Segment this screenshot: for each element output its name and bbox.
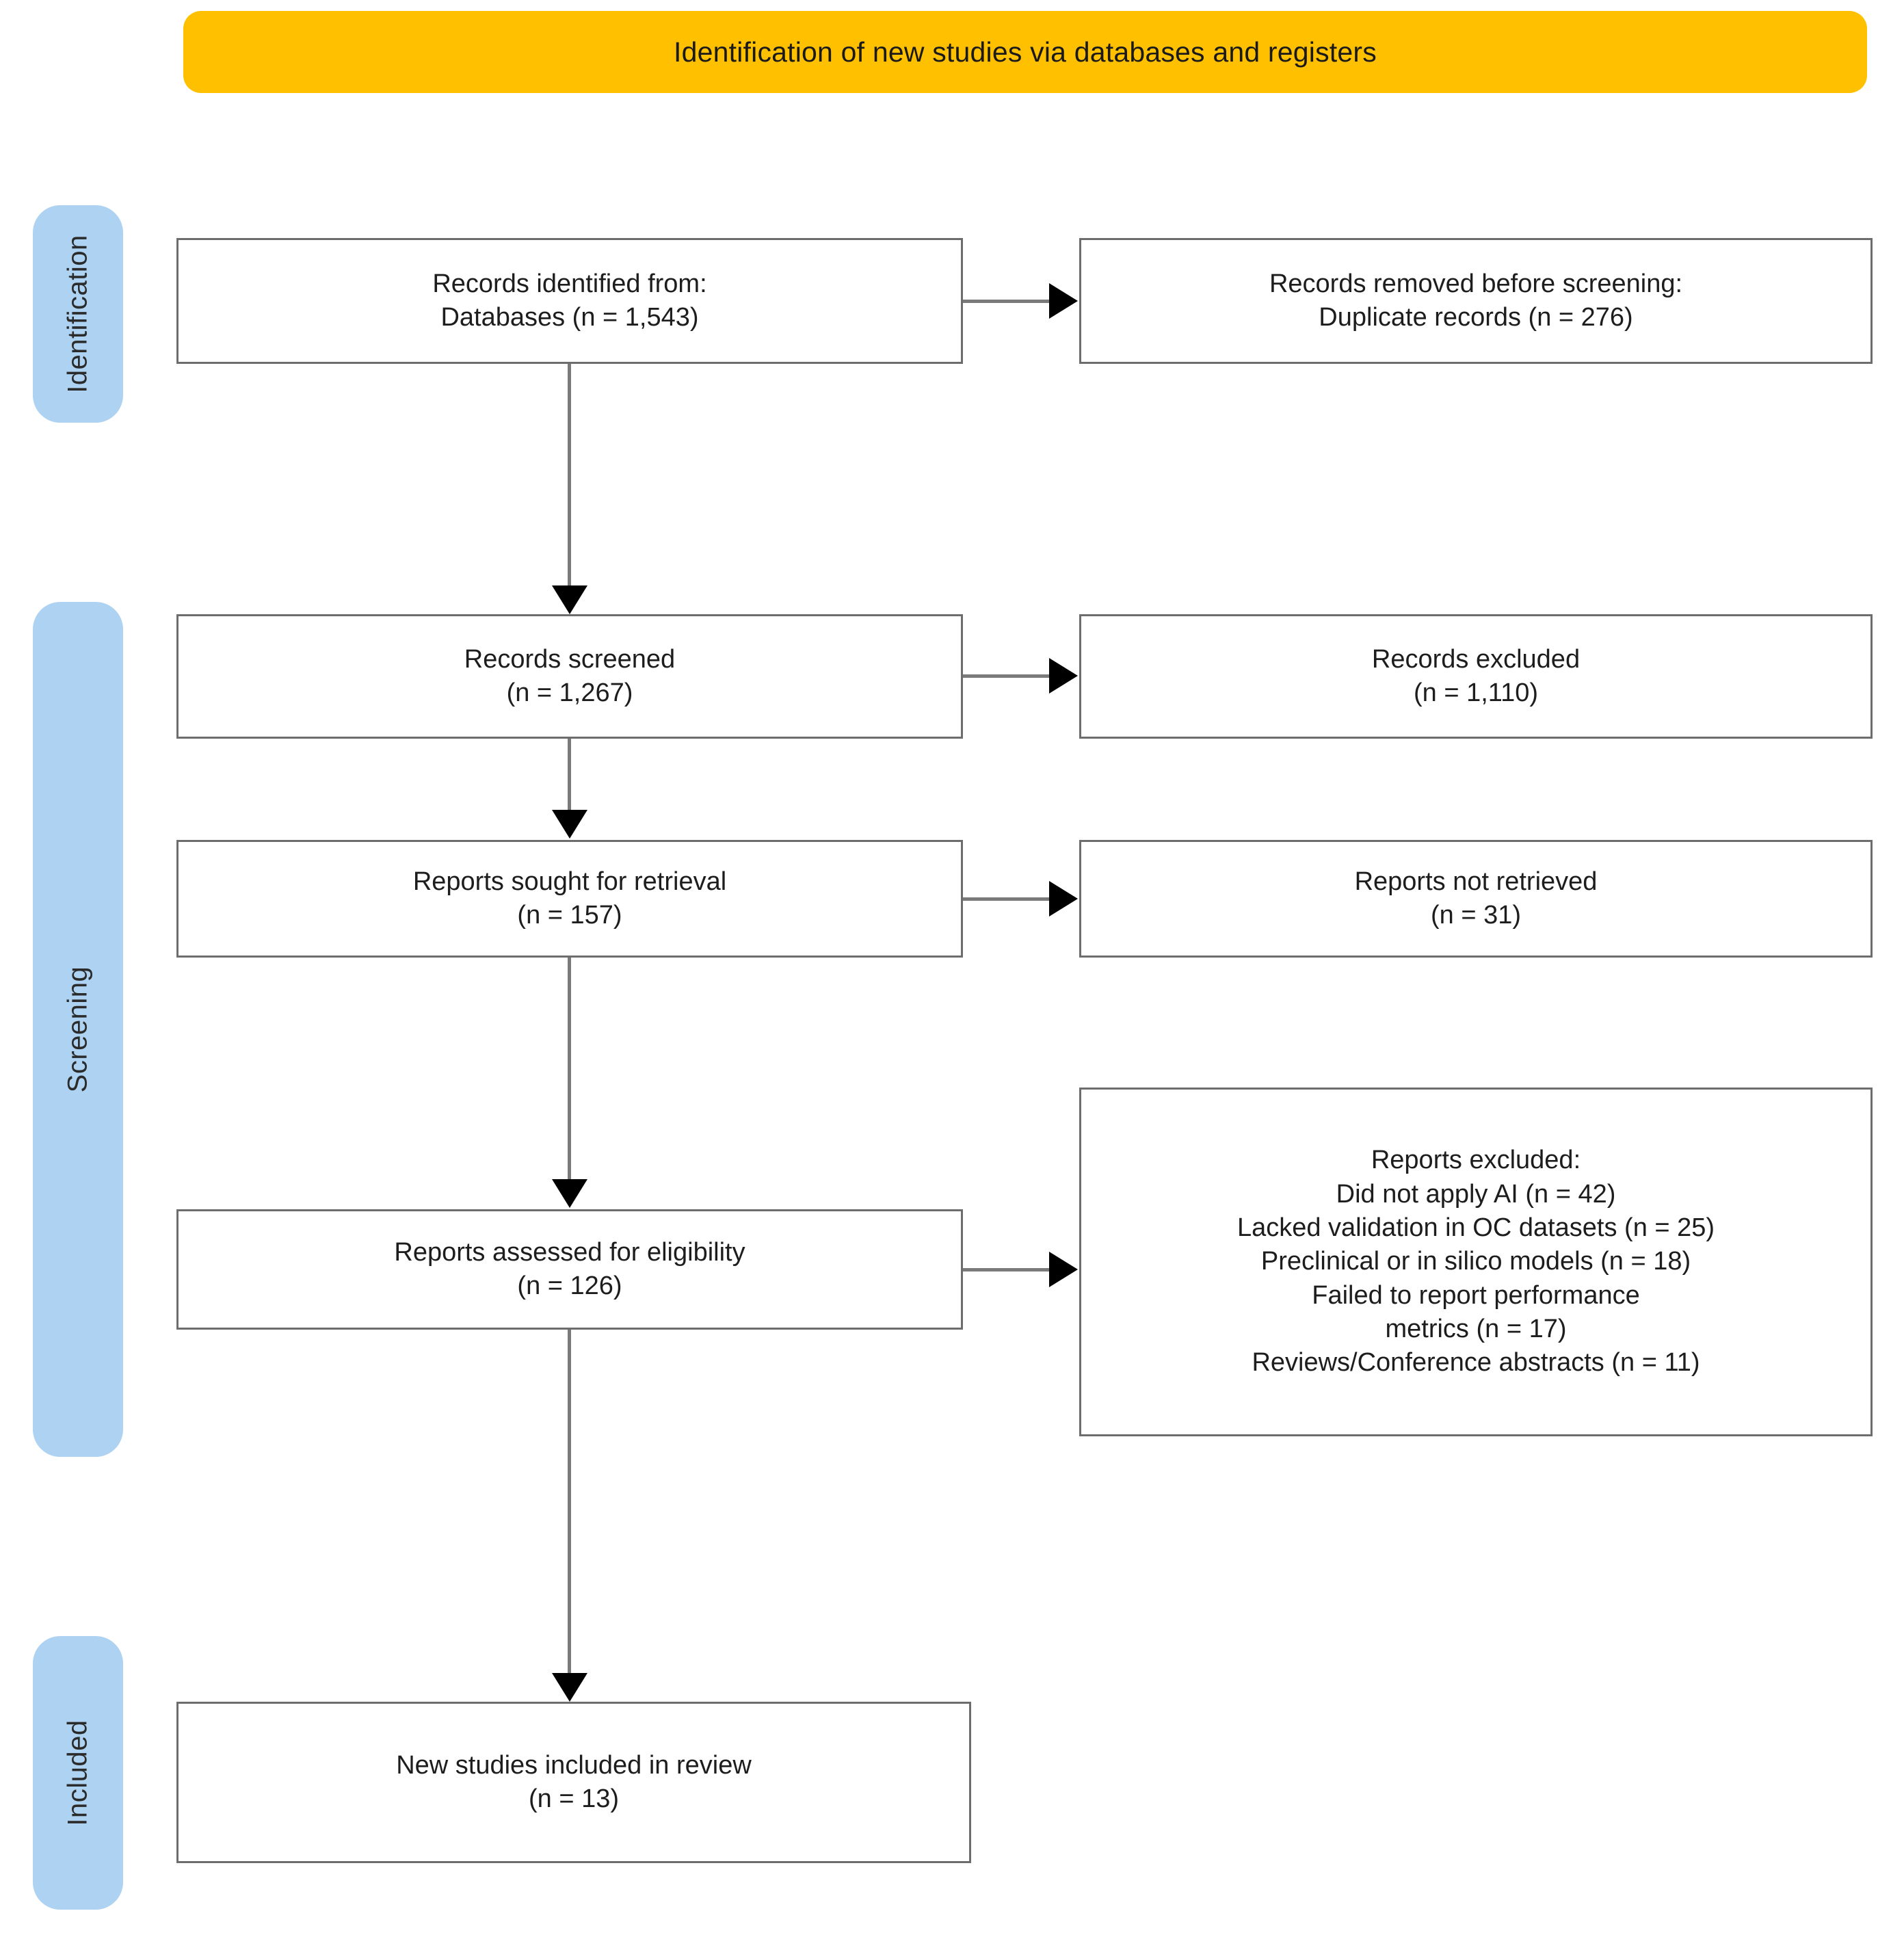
arrowhead-down-icon (552, 1179, 587, 1208)
stage-label-identification: Identification (62, 235, 93, 393)
arrowhead-right-icon (1049, 1252, 1078, 1287)
node-line: (n = 1,110) (1413, 678, 1539, 707)
node-line: Records excluded (1371, 644, 1581, 674)
diagram-banner: Identification of new studies via databa… (183, 11, 1867, 93)
connector-sought-to-assessed (568, 958, 571, 1181)
node-line: Reports sought for retrieval (412, 867, 727, 896)
connector-screened-to-sought (568, 739, 571, 811)
node-line: (n = 31) (1430, 901, 1522, 930)
node-line: Did not apply AI (n = 42) (1336, 1179, 1616, 1209)
stage-pill-included: Included (33, 1636, 123, 1910)
node-line: (n = 126) (517, 1271, 622, 1300)
node-reports-sought: Reports sought for retrieval (n = 157) (176, 840, 963, 958)
node-line: (n = 157) (517, 901, 622, 930)
node-line: Records screened (464, 644, 676, 674)
connector-sought-to-not-retrieved (963, 897, 1050, 901)
banner-title: Identification of new studies via databa… (674, 36, 1377, 68)
node-line: Records identified from: (432, 269, 707, 298)
stage-pill-identification: Identification (33, 205, 123, 423)
node-records-excluded: Records excluded (n = 1,110) (1079, 614, 1873, 739)
node-line: Lacked validation in OC datasets (n = 25… (1237, 1213, 1715, 1242)
arrowhead-down-icon (552, 810, 587, 839)
node-line: Reports assessed for eligibility (394, 1237, 745, 1267)
arrowhead-right-icon (1049, 283, 1078, 319)
arrowhead-right-icon (1049, 658, 1078, 694)
connector-assessed-to-included (568, 1330, 571, 1674)
node-line: Reviews/Conference abstracts (n = 11) (1252, 1348, 1700, 1378)
connector-screened-to-excluded (963, 674, 1050, 678)
node-line: Records removed before screening: (1269, 269, 1683, 298)
node-records-screened: Records screened (n = 1,267) (176, 614, 963, 739)
node-records-removed: Records removed before screening: Duplic… (1079, 238, 1873, 364)
connector-identified-to-screened (568, 364, 571, 587)
node-reports-not-retrieved: Reports not retrieved (n = 31) (1079, 840, 1873, 958)
node-records-identified: Records identified from: Databases (n = … (176, 238, 963, 364)
stage-pill-screening: Screening (33, 602, 123, 1457)
node-line: Preclinical or in silico models (n = 18) (1260, 1247, 1691, 1276)
node-new-studies-included: New studies included in review (n = 13) (176, 1702, 971, 1863)
node-line: (n = 13) (528, 1784, 620, 1813)
node-line: metrics (n = 17) (1385, 1315, 1567, 1344)
node-line: Duplicate records (n = 276) (1319, 303, 1633, 332)
node-line: (n = 1,267) (506, 678, 633, 707)
connector-assessed-to-reports-excluded (963, 1268, 1050, 1271)
connector-identified-to-removed (963, 300, 1050, 303)
node-line: Failed to report performance (1312, 1280, 1640, 1310)
stage-label-screening: Screening (62, 966, 93, 1093)
arrowhead-right-icon (1049, 881, 1078, 917)
node-line: New studies included in review (396, 1750, 752, 1780)
arrowhead-down-icon (552, 585, 587, 614)
node-line: Databases (n = 1,543) (440, 303, 699, 332)
node-reports-assessed: Reports assessed for eligibility (n = 12… (176, 1209, 963, 1330)
stage-label-included: Included (62, 1719, 93, 1826)
node-line: Reports excluded: (1371, 1146, 1581, 1175)
node-reports-excluded-reasons: Reports excluded: Did not apply AI (n = … (1079, 1088, 1873, 1436)
arrowhead-down-icon (552, 1673, 587, 1702)
node-line: Reports not retrieved (1354, 867, 1598, 896)
